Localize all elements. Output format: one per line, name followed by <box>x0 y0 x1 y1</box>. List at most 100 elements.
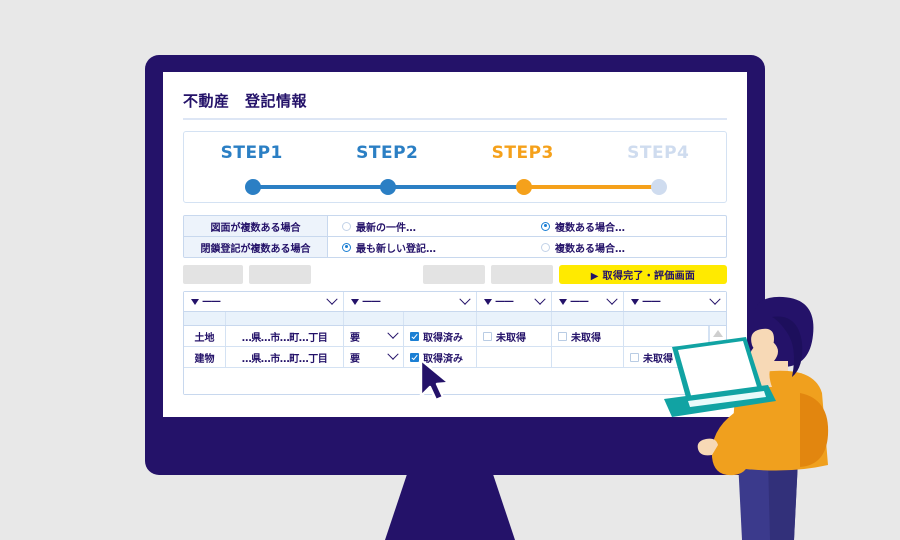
subheader-cell <box>344 312 404 325</box>
monitor-stand <box>385 470 515 540</box>
option-row-label: 図面が複数ある場合 <box>184 216 328 236</box>
filter-cell-2[interactable]: —— <box>344 292 477 311</box>
radio-icon-selected[interactable] <box>342 242 351 252</box>
step-track <box>184 179 726 195</box>
hand-holding-laptop <box>697 438 718 456</box>
subheader-cell <box>226 312 344 325</box>
cell-status-acquired[interactable]: 取得済み <box>404 347 477 367</box>
hair-front <box>772 316 803 377</box>
chevron-down-icon[interactable] <box>387 327 399 339</box>
acquisition-complete-button[interactable]: ▶ 取得完了・評価画面 <box>559 265 727 284</box>
monitor-screen: 不動産 登記情報 STEP1 STEP2 STEP3 STEP4 <box>163 72 747 417</box>
cell-address: …県…市…町…丁目 <box>226 326 344 346</box>
triangle-down-icon <box>559 298 567 305</box>
step-connector-3-4 <box>523 185 660 189</box>
radio-label: 最も新しい登記… <box>356 243 436 255</box>
cell-need-select[interactable]: 要 <box>344 326 404 346</box>
step-dot-2[interactable] <box>380 179 397 195</box>
radio-option-latest-one[interactable]: 最新の一件… <box>328 216 527 236</box>
option-row-closed-registry: 閉鎖登記が複数ある場合 最も新しい登記… 複数ある場合… <box>184 237 726 257</box>
triangle-up-icon[interactable] <box>713 330 723 337</box>
radio-label: 複数ある場合… <box>555 222 625 234</box>
radio-option-newest-registry[interactable]: 最も新しい登記… <box>328 237 527 257</box>
filter-value: —— <box>202 296 221 307</box>
step-label-3: STEP3 <box>491 143 554 163</box>
step-label-4: STEP4 <box>627 143 690 163</box>
cell-status-not-acquired-a[interactable]: 未取得 <box>477 326 552 346</box>
table-subheader-row <box>184 312 726 326</box>
filter-cell-4[interactable]: —— <box>552 292 624 311</box>
radio-icon[interactable] <box>541 242 550 252</box>
step-label-2: STEP2 <box>356 143 419 163</box>
status-label: 取得済み <box>423 353 463 365</box>
toolbar-placeholder-3[interactable] <box>423 265 485 284</box>
cell-status-empty-a[interactable] <box>477 347 552 367</box>
table-row[interactable]: 土地 …県…市…町…丁目 要 取得済み 未取得 <box>184 326 726 347</box>
step-dot-3[interactable] <box>515 179 532 195</box>
radio-option-multiple[interactable]: 複数ある場合… <box>527 216 726 236</box>
filter-cell-1[interactable]: —— <box>184 292 344 311</box>
status-label: 取得済み <box>423 332 463 344</box>
checkbox-icon[interactable] <box>558 331 567 341</box>
chevron-down-icon[interactable] <box>534 293 546 305</box>
checkbox-icon-checked[interactable] <box>410 352 419 362</box>
table-filter-row: —— —— —— <box>184 292 726 312</box>
status-label: 未取得 <box>643 353 673 365</box>
radio-icon[interactable] <box>342 221 351 231</box>
status-label: 未取得 <box>571 332 601 344</box>
triangle-down-icon <box>484 298 492 305</box>
cell-status-acquired[interactable]: 取得済み <box>404 326 477 346</box>
toolbar-placeholder-4[interactable] <box>491 265 553 284</box>
status-label: 未取得 <box>496 332 526 344</box>
chevron-down-icon[interactable] <box>326 293 338 305</box>
cell-property-kind: 土地 <box>184 326 226 346</box>
cell-address: …県…市…町…丁目 <box>226 347 344 367</box>
cell-status-not-acquired-b[interactable]: 未取得 <box>552 326 624 346</box>
table-empty-row <box>184 368 726 394</box>
need-value: 要 <box>350 332 360 344</box>
empty-cell <box>184 368 726 394</box>
toolbar-placeholder-2[interactable] <box>249 265 311 284</box>
checkbox-icon[interactable] <box>630 352 639 362</box>
filter-value: —— <box>570 296 589 307</box>
cell-need-select[interactable]: 要 <box>344 347 404 367</box>
toolbar: ▶ 取得完了・評価画面 <box>183 265 727 284</box>
subheader-cell <box>624 312 726 325</box>
lower-arm <box>711 413 754 476</box>
step-dot-1[interactable] <box>244 179 261 195</box>
checkbox-icon-checked[interactable] <box>410 331 419 341</box>
radio-label: 最新の一件… <box>356 222 416 234</box>
filter-cell-5[interactable]: —— <box>624 292 726 311</box>
cell-property-kind: 建物 <box>184 347 226 367</box>
filter-value: —— <box>362 296 381 307</box>
filter-left-group: —— <box>191 296 221 307</box>
option-row-drawings: 図面が複数ある場合 最新の一件… 複数ある場合… <box>184 216 726 237</box>
need-value: 要 <box>350 353 360 365</box>
filter-left-group: —— <box>351 296 381 307</box>
radio-icon-selected[interactable] <box>541 221 550 231</box>
cell-status-empty-b[interactable] <box>552 347 624 367</box>
filter-left-group: —— <box>631 296 661 307</box>
triangle-down-icon <box>191 298 199 305</box>
step-indicator: STEP1 STEP2 STEP3 STEP4 <box>183 131 727 203</box>
toolbar-placeholder-1[interactable] <box>183 265 243 284</box>
chevron-down-icon[interactable] <box>387 348 399 360</box>
cell-status-empty[interactable] <box>624 326 709 346</box>
step-connector-1-2 <box>252 185 389 189</box>
chevron-down-icon[interactable] <box>606 293 618 305</box>
step-label-1: STEP1 <box>220 143 283 163</box>
filter-value: —— <box>642 296 661 307</box>
triangle-down-icon <box>351 298 359 305</box>
subheader-cell <box>552 312 624 325</box>
filter-cell-3[interactable]: —— <box>477 292 552 311</box>
table-row[interactable]: 建物 …県…市…町…丁目 要 取得済み <box>184 347 726 368</box>
person-illustration <box>664 296 829 540</box>
subheader-cell <box>404 312 477 325</box>
step-dot-4[interactable] <box>651 179 668 195</box>
checkbox-icon[interactable] <box>483 331 492 341</box>
filter-value: —— <box>495 296 514 307</box>
chevron-down-icon[interactable] <box>459 293 471 305</box>
radio-option-multiple[interactable]: 複数ある場合… <box>527 237 726 257</box>
registry-table: —— —— —— <box>183 291 727 395</box>
